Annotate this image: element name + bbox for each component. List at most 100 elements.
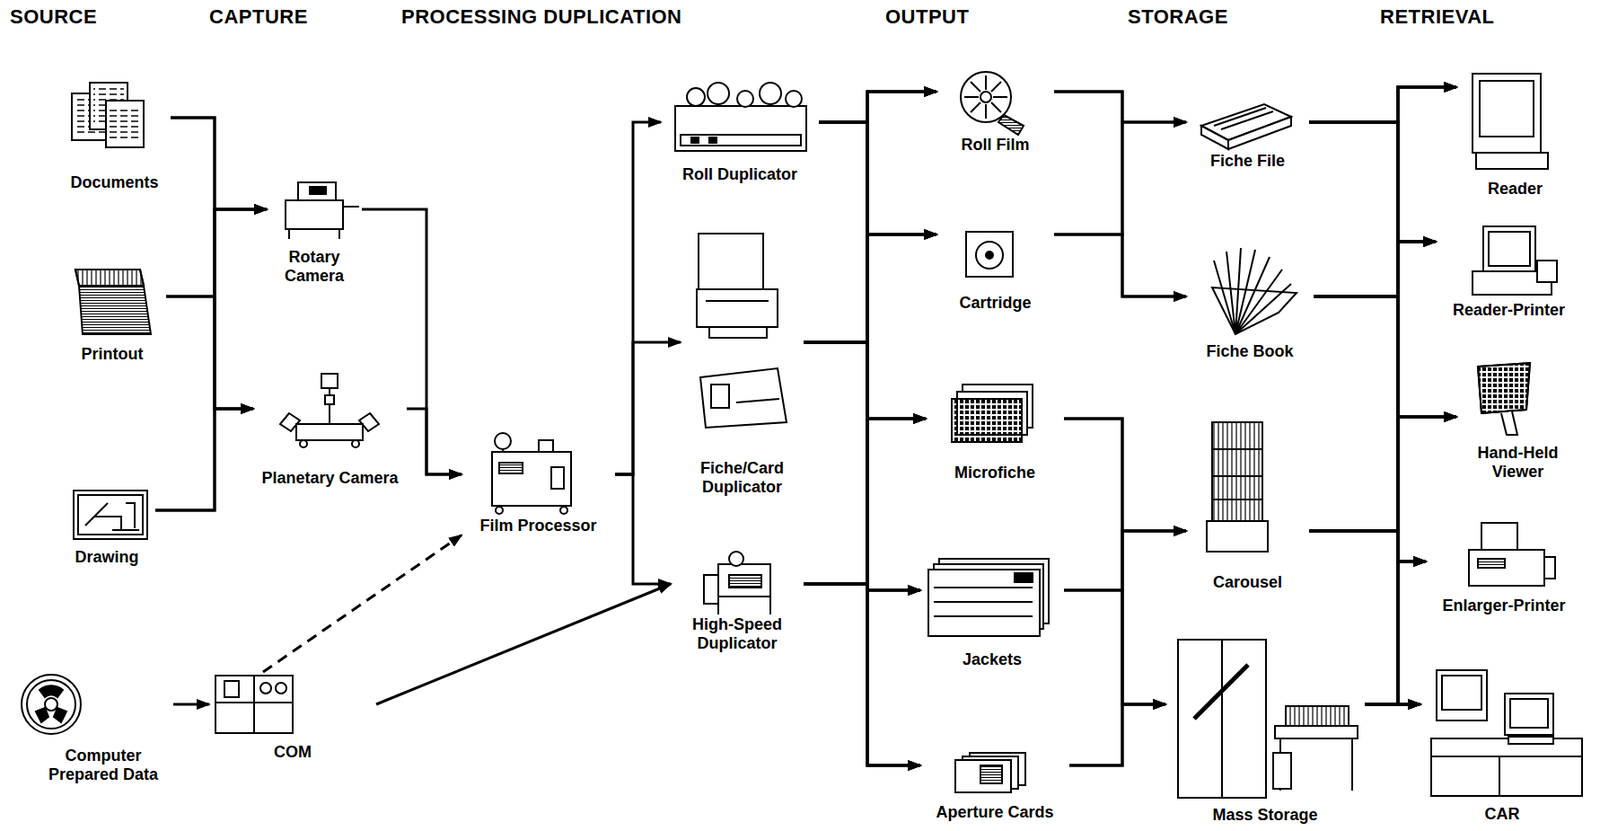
fiche-book-icon: [1212, 247, 1297, 335]
com-icon: [215, 675, 293, 733]
enlarger-printer-icon: [1468, 522, 1556, 586]
flow-connector: [1364, 561, 1426, 704]
equipment-label: Reader-Printer: [1435, 300, 1583, 320]
reader-printer-icon: [1472, 226, 1557, 295]
rotary-camera-icon: [285, 182, 360, 239]
flow-connector: [1364, 241, 1436, 704]
equipment-label: Fiche File: [1186, 151, 1310, 171]
equipment-label: Roll Duplicator: [660, 165, 819, 185]
flow-connector: [1313, 296, 1457, 417]
equipment-node: COM: [209, 671, 377, 762]
equipment-label: Rotary Camera: [266, 247, 362, 285]
equipment-node: Fiche Book: [1186, 242, 1314, 361]
flow-connector: [1069, 530, 1187, 765]
equipment-node: Roll Duplicator: [660, 79, 819, 185]
flow-connector: [170, 117, 267, 210]
flow-connector: [263, 535, 462, 672]
equipment-label: Printout: [58, 344, 167, 364]
printout-icon: [75, 269, 151, 335]
flow-connector: [615, 122, 661, 475]
equipment-node: High-Speed Duplicator: [670, 551, 804, 652]
flow-connector: [1309, 122, 1421, 704]
roll-film-icon: [960, 71, 1024, 135]
microfiche-icon: [951, 384, 1033, 442]
equipment-node: Documents: [58, 76, 171, 193]
flow-connector: [803, 418, 926, 584]
tape-reel-icon: [21, 674, 81, 734]
aperture-cards-icon: [955, 752, 1026, 792]
flow-connector: [1054, 91, 1187, 297]
flow-connector: [1054, 122, 1187, 235]
equipment-label: Microfiche: [925, 463, 1064, 483]
flow-connector: [818, 91, 937, 123]
equipment-label: Enlarger-Printer: [1425, 596, 1583, 616]
flow-connector: [1309, 416, 1457, 531]
equipment-label: Fiche/Card Duplicator: [680, 458, 804, 496]
flow-connector: [803, 583, 921, 765]
flow-connector: [170, 117, 254, 409]
jackets-icon: [928, 558, 1049, 636]
equipment-node: Aperture Cards: [920, 745, 1070, 822]
equipment-label: High-Speed Duplicator: [670, 615, 804, 652]
flow-connector: [1069, 703, 1166, 765]
equipment-node: Hand-Held Viewer: [1456, 359, 1580, 481]
flow-connector: [818, 122, 926, 419]
flow-connector: [818, 122, 921, 590]
flow-connector: [803, 91, 937, 343]
equipment-node: Mass Storage: [1165, 634, 1365, 825]
flow-connector: [1313, 296, 1426, 562]
roll-duplicator-icon: [675, 82, 807, 151]
equipment-node: Jackets: [920, 553, 1064, 669]
car-terminal-icon: [1431, 669, 1583, 796]
flow-connector: [1054, 234, 1187, 297]
flow-connector: [1309, 530, 1421, 704]
flow-connector: [155, 209, 267, 510]
flow-connector: [1309, 122, 1457, 417]
equipment-node: Planetary Camera: [253, 369, 407, 488]
flow-connector: [803, 342, 926, 419]
column-heading: SOURCE: [9, 5, 97, 29]
fiche-card-duplicator-icon: [696, 233, 787, 428]
equipment-node: Drawing: [58, 484, 156, 567]
equipment-node: Printout: [58, 263, 167, 364]
equipment-label: Documents: [58, 173, 171, 193]
flow-connector: [818, 122, 937, 235]
flow-connector: [1313, 296, 1421, 704]
flow-connector: [1364, 703, 1421, 706]
flow-connector: [376, 583, 671, 704]
flow-connector: [615, 474, 671, 584]
flow-connector: [361, 209, 462, 475]
equipment-label: Drawing: [58, 547, 156, 567]
flow-connector: [615, 342, 681, 475]
flow-connector: [1309, 241, 1436, 531]
hand-held-viewer-icon: [1477, 362, 1530, 435]
flow-connector: [1063, 418, 1187, 531]
equipment-label: Film Processor: [461, 516, 616, 536]
flow-connector: [1313, 87, 1457, 297]
flow-connector: [1364, 416, 1457, 704]
flow-connector: [1309, 530, 1426, 562]
flow-connector: [803, 91, 937, 584]
reader-icon: [1472, 73, 1548, 169]
equipment-node: Computer Prepared Data: [33, 673, 174, 783]
equipment-node: Fiche/Card Duplicator: [680, 229, 804, 496]
equipment-node: CAR: [1420, 665, 1584, 824]
equipment-label: COM: [209, 742, 377, 762]
column-heading: PROCESSING DUPLICATION: [401, 5, 683, 29]
flow-connector: [173, 703, 210, 706]
equipment-node: Cartridge: [936, 226, 1055, 313]
flow-connector: [406, 408, 462, 475]
equipment-node: Reader: [1456, 69, 1574, 199]
equipment-label: Aperture Cards: [920, 802, 1070, 822]
column-heading: CAPTURE: [209, 5, 308, 29]
documents-icon: [71, 82, 144, 148]
equipment-node: Enlarger-Printer: [1425, 518, 1583, 616]
drawing-icon: [73, 490, 148, 539]
mass-storage-icon: [1178, 639, 1358, 798]
equipment-label: Jackets: [920, 650, 1064, 669]
column-heading: OUTPUT: [885, 5, 969, 29]
carousel-icon: [1206, 421, 1268, 552]
flow-connector: [1063, 589, 1166, 704]
flow-connector: [1309, 122, 1426, 562]
